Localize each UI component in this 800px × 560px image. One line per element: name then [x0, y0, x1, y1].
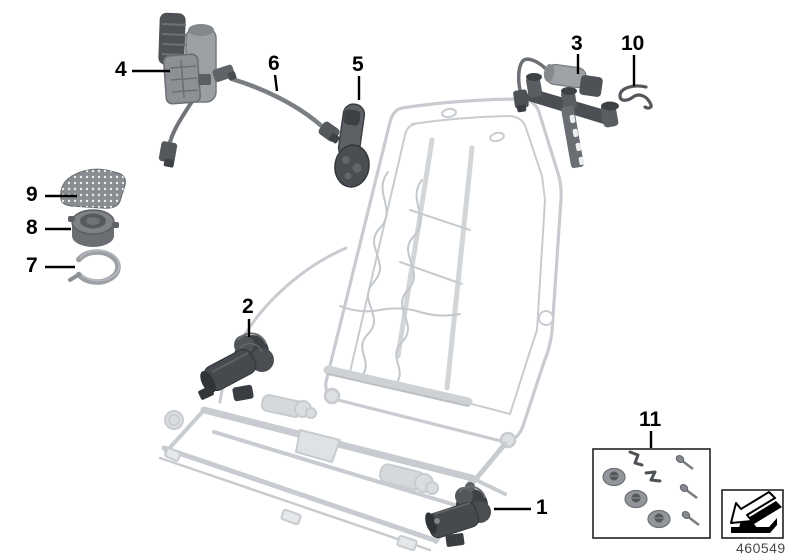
nav-arrow-box[interactable]	[721, 489, 784, 539]
callout-2[interactable]: 2	[242, 295, 254, 318]
callout-8[interactable]: 8	[26, 216, 38, 239]
callout-9[interactable]: 9	[26, 183, 38, 206]
callout-3[interactable]: 3	[571, 32, 583, 55]
part-2-seat-motor	[198, 332, 274, 402]
part-3-top-drive-unit	[513, 57, 619, 169]
callout-7[interactable]: 7	[26, 254, 38, 277]
part-7-retaining-ring	[68, 249, 121, 285]
part-9-speaker-grille	[60, 168, 126, 209]
diagram-nav-arrow-icon	[730, 491, 782, 533]
callout-1[interactable]: 1	[536, 496, 548, 519]
callout-6[interactable]: 6	[268, 52, 280, 75]
seat-frame-illustration	[158, 97, 563, 552]
part-4-backrest-drive	[158, 12, 217, 168]
callout-11[interactable]: 11	[639, 408, 662, 431]
callout-5[interactable]: 5	[352, 53, 364, 76]
part-5-unlock-handle	[334, 103, 370, 188]
callout-leader-lines	[45, 54, 653, 511]
callout-10[interactable]: 10	[621, 32, 645, 55]
diagram-code: 460549	[736, 540, 786, 556]
part-6-cable	[212, 64, 340, 144]
part-11-fastener-kit-box	[592, 448, 711, 539]
part-8-speaker	[68, 209, 119, 247]
callout-4[interactable]: 4	[115, 58, 127, 81]
part-10-hook-spring	[618, 84, 653, 110]
part-1-seat-motor	[425, 482, 491, 547]
